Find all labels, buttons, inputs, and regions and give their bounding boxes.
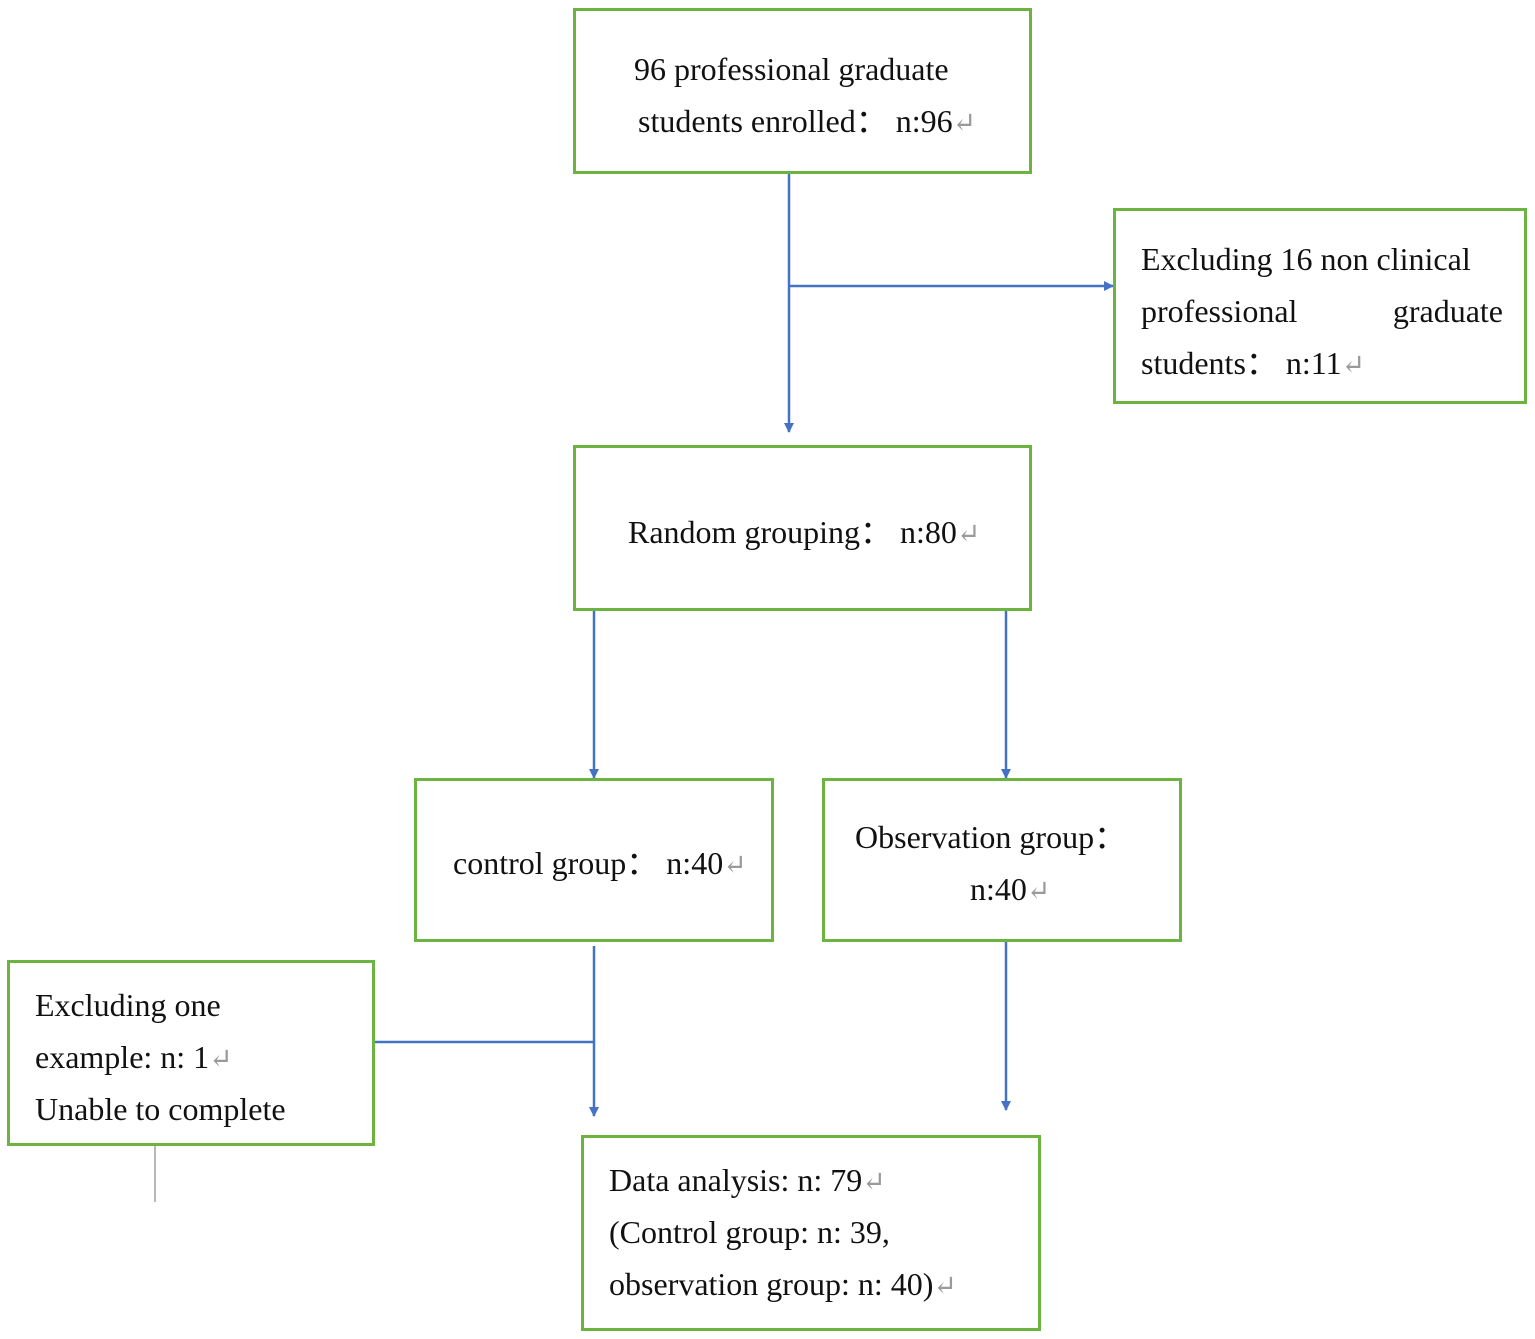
excluded-one-line3: Unable to complete bbox=[35, 1091, 286, 1127]
observation-group-box: Observation group： n:40↵ bbox=[822, 778, 1182, 942]
paragraph-mark: ↵ bbox=[723, 850, 747, 881]
paragraph-mark: ↵ bbox=[956, 519, 981, 550]
observation-group-line1: Observation group： bbox=[855, 819, 1127, 855]
control-group-wrap: control group： n:40↵ bbox=[453, 837, 747, 892]
data-analysis-line1: Data analysis: n: 79 bbox=[609, 1162, 863, 1198]
paragraph-mark: ↵ bbox=[1341, 350, 1366, 381]
data-analysis-box: Data analysis: n: 79↵ (Control group: n:… bbox=[581, 1135, 1041, 1331]
paragraph-mark: ↵ bbox=[1026, 876, 1051, 907]
excluded-nonclinical-line2-left: professional bbox=[1141, 293, 1298, 329]
enrolled-line2: students enrolled： n:96 bbox=[638, 103, 953, 139]
excluded-one-box: Excluding one example: n: 1↵ Unable to c… bbox=[7, 960, 375, 1146]
excluded-one-line2: example: n: 1 bbox=[35, 1039, 210, 1075]
enrolled-line1: 96 professional graduate bbox=[634, 51, 949, 87]
excluded-nonclinical-line2: professional graduate bbox=[1141, 285, 1503, 337]
paragraph-mark: ↵ bbox=[952, 108, 977, 139]
paragraph-mark: ↵ bbox=[933, 1271, 957, 1302]
random-grouping-box: Random grouping： n:80↵ bbox=[573, 445, 1032, 611]
enrolled-line2-wrap: students enrolled： n:96↵ bbox=[638, 95, 976, 150]
paragraph-mark: ↵ bbox=[209, 1044, 233, 1075]
excluded-one-line2-wrap: example: n: 1↵ bbox=[35, 1031, 233, 1086]
observation-group-line2-wrap: n:40↵ bbox=[970, 863, 1050, 918]
excluded-nonclinical-line3: students： n:11 bbox=[1141, 345, 1342, 381]
excluded-nonclinical-line3-wrap: students： n:11↵ bbox=[1141, 337, 1365, 392]
data-analysis-line3: observation group: n: 40) bbox=[609, 1266, 934, 1302]
excluded-one-line1: Excluding one bbox=[35, 987, 221, 1023]
excluded-nonclinical-line2-right: graduate bbox=[1392, 293, 1503, 329]
excluded-nonclinical-box: Excluding 16 non clinical professional g… bbox=[1113, 208, 1527, 404]
paragraph-mark: ↵ bbox=[862, 1167, 886, 1198]
control-group-text: control group： n:40 bbox=[453, 845, 724, 881]
random-grouping-text: Random grouping： n:80 bbox=[628, 514, 957, 550]
random-grouping-wrap: Random grouping： n:80↵ bbox=[628, 506, 980, 561]
excluded-nonclinical-line1: Excluding 16 non clinical bbox=[1141, 241, 1471, 277]
observation-group-line2: n:40 bbox=[970, 871, 1027, 907]
data-analysis-line1-wrap: Data analysis: n: 79↵ bbox=[609, 1154, 886, 1209]
data-analysis-line3-wrap: observation group: n: 40)↵ bbox=[609, 1258, 957, 1313]
data-analysis-line2: (Control group: n: 39, bbox=[609, 1214, 890, 1250]
control-group-box: control group： n:40↵ bbox=[414, 778, 774, 942]
enrolled-box: 96 professional graduate students enroll… bbox=[573, 8, 1032, 174]
